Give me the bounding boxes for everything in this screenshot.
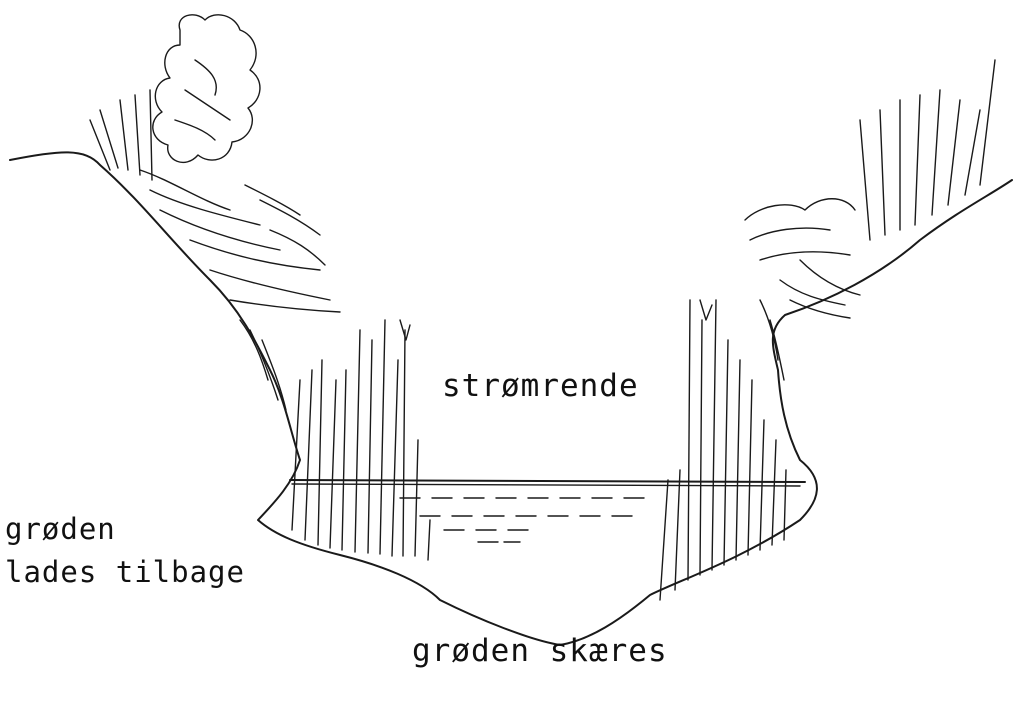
left-bank-vegetation	[90, 15, 340, 410]
right-bank-vegetation	[745, 60, 995, 380]
channel-label: strømrende	[442, 368, 639, 404]
water-dashes	[400, 498, 644, 542]
right-reeds	[660, 300, 786, 600]
water-surface-2	[292, 484, 800, 486]
left-reeds	[292, 320, 430, 560]
bottom-label: grøden skæres	[412, 633, 668, 669]
left-label-line-2: lades tilbage	[5, 555, 245, 589]
water-surface	[290, 480, 805, 482]
left-label-line-1: grøden	[5, 512, 116, 546]
